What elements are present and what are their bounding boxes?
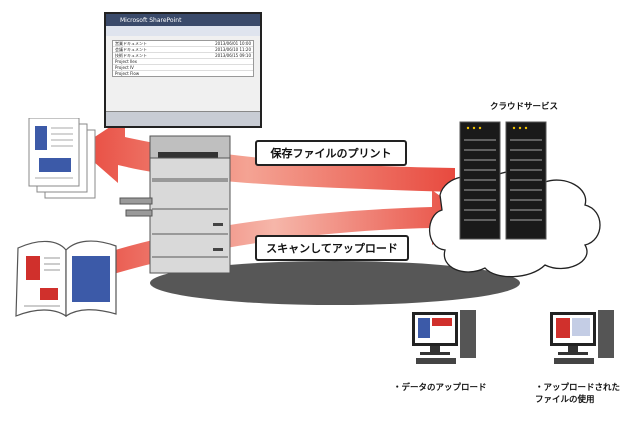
- file-row[interactable]: Project Ilex: [113, 59, 253, 65]
- file-name: 技術ドキュメント: [115, 53, 147, 58]
- panel-title: Microsoft SharePoint: [120, 16, 182, 24]
- file-name: Project Ilex: [115, 59, 138, 64]
- file-row[interactable]: Project IV: [113, 65, 253, 71]
- file-row[interactable]: 営業ドキュメント 2013/06/01 10:00: [113, 41, 253, 47]
- client-pc-icon: [550, 310, 614, 364]
- print-flow-label: 保存ファイルのプリント: [255, 140, 407, 166]
- operation-panel-screen: Microsoft SharePoint 営業ドキュメント 2013/06/01…: [104, 12, 262, 128]
- file-row[interactable]: Project Flow: [113, 71, 253, 76]
- file-date: 2013/06/15 09:10: [215, 53, 251, 58]
- client-pc-icon: [412, 310, 476, 364]
- client-caption-upload: ・データのアップロード: [393, 383, 487, 393]
- server-icon: [459, 121, 547, 240]
- scan-flow-label: スキャンしてアップロード: [255, 235, 409, 261]
- open-book-icon: [15, 240, 117, 318]
- file-row[interactable]: 技術ドキュメント 2013/06/15 09:10: [113, 53, 253, 59]
- file-date: 2013/06/01 10:00: [215, 41, 251, 46]
- client-caption-use: ・アップロードされた ファイルの使用: [535, 383, 621, 405]
- multifunction-printer-icon: [119, 135, 231, 274]
- file-name: 会議ドキュメント: [115, 47, 147, 52]
- printed-documents-icon: [28, 118, 96, 199]
- file-name: 営業ドキュメント: [115, 41, 147, 46]
- file-name: Project IV: [115, 65, 134, 70]
- file-row[interactable]: 会議ドキュメント 2013/06/10 11:20: [113, 47, 253, 53]
- file-date: 2013/06/10 11:20: [215, 47, 251, 52]
- cloud-label: クラウドサービス: [490, 102, 559, 112]
- file-name: Project Flow: [115, 71, 140, 76]
